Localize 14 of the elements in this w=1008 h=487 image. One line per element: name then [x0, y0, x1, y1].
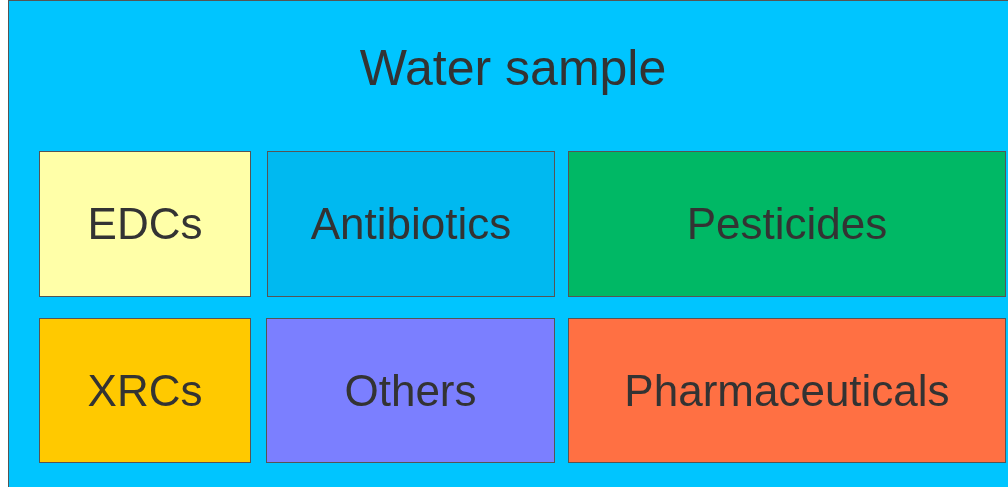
category-label: Others	[343, 365, 478, 416]
category-box	[266, 318, 555, 463]
category-label: Pesticides	[685, 199, 889, 249]
category-label: EDCs	[86, 199, 204, 249]
category-box	[39, 318, 251, 463]
category-box	[568, 151, 1006, 297]
container-panel	[8, 0, 1008, 487]
category-label: Pharmaceuticals	[623, 365, 951, 416]
category-label: Antibiotics	[309, 199, 513, 249]
category-box	[39, 151, 251, 297]
category-box	[267, 151, 555, 297]
panel-title: Water sample	[358, 39, 668, 97]
category-box	[568, 318, 1006, 463]
category-label: XRCs	[86, 365, 204, 416]
